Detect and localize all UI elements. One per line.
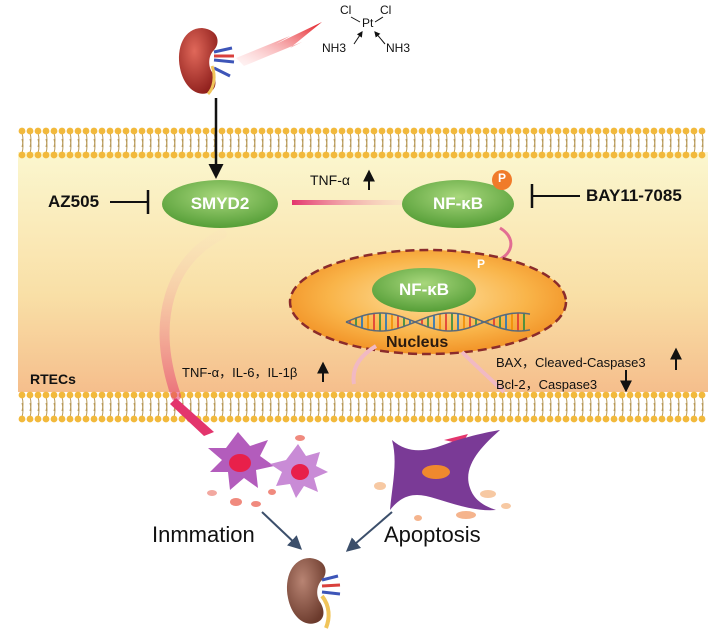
cisplatin-cl-right: Cl: [380, 3, 391, 17]
nucleus-to-apoptosis-curve: [460, 350, 506, 394]
phospho-mark-cyto: [492, 170, 512, 190]
inflammation-to-kidney-arrow: [261, 511, 303, 550]
az505-label: AZ505: [48, 192, 100, 211]
kidney-damaged-icon: [286, 558, 341, 629]
smyd2-label: SMYD2: [190, 194, 250, 213]
bay-label: BAY11-7085: [586, 186, 682, 205]
cisplatin-bolt-icon: [236, 22, 322, 66]
inflammation-cells-icon: [207, 432, 328, 507]
inflammation-label: Inmmation: [152, 522, 255, 547]
nfkb-nucleus-label: NF-κB: [398, 280, 450, 299]
rtecs-label: RTECs: [30, 371, 76, 387]
nucleus-label: Nucleus: [386, 334, 449, 351]
membrane-top: [18, 127, 706, 159]
apoptosis-to-kidney-arrow: [345, 511, 393, 552]
dna-helix-icon: [345, 312, 531, 332]
cisplatin-structure: Cl Cl Pt NH3 NH3: [322, 3, 410, 55]
smyd2-nfkb-connector: [292, 200, 402, 205]
apoptosis-cell-icon: [374, 430, 511, 521]
phospho-mark-cyto-label: P: [497, 171, 506, 185]
cisplatin-nh3-right: NH3: [386, 41, 410, 55]
cytokines-label: TNF-α，IL-6，IL-1β: [182, 365, 298, 380]
smyd2-to-inflammation-curve: [159, 229, 227, 401]
nfkb-cyto-label: NF-κB: [432, 194, 484, 213]
cisplatin-cl-left: Cl: [340, 3, 351, 17]
cisplatin-pt: Pt: [362, 16, 374, 30]
cisplatin-nh3-left: NH3: [322, 41, 346, 55]
tnf-alpha-label: TNF-α: [310, 172, 350, 188]
smyd2-node: [162, 180, 278, 228]
apoptosis-label: Apoptosis: [384, 522, 481, 547]
phospho-mark-nucleus-label: P: [476, 257, 485, 271]
nfkb-cyto-node: [402, 180, 514, 228]
kidney-healthy-icon: [178, 28, 235, 96]
bcl2-label: Bcl-2，Caspase3: [496, 377, 598, 392]
nfkb-nucleus-node: [372, 268, 476, 312]
bax-label: BAX，Cleaved-Caspase3: [496, 355, 646, 370]
membrane-bottom: [18, 391, 706, 423]
nucleus-to-cytokine-curve: [351, 344, 378, 385]
inflammation-release-arrow: [170, 398, 214, 436]
